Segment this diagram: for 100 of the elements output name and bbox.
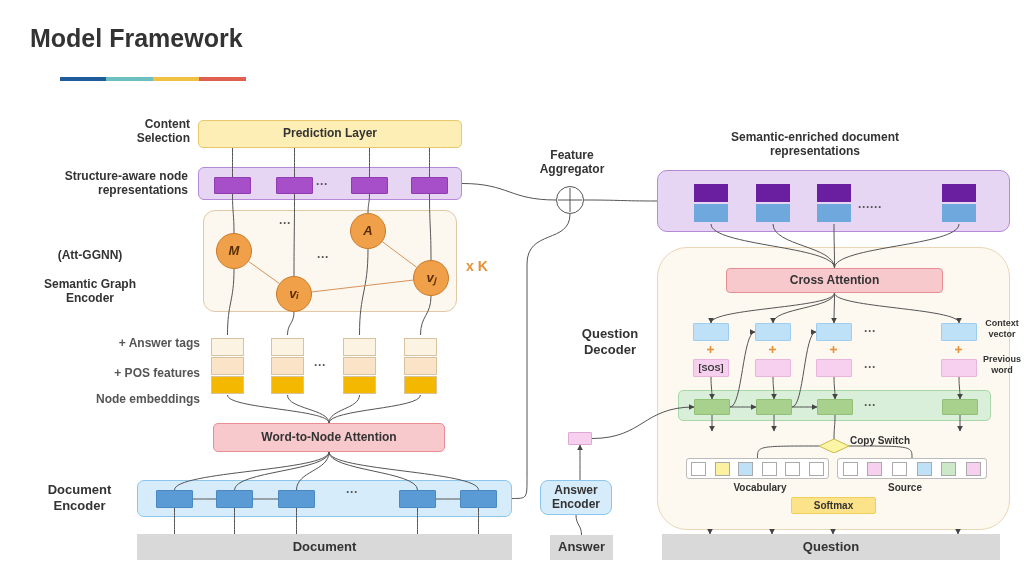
node-vector bbox=[214, 177, 251, 194]
connector-line bbox=[227, 268, 235, 336]
side-label: (Att-GGNN) bbox=[56, 246, 124, 264]
decoder-state bbox=[694, 399, 730, 415]
connector-line bbox=[369, 147, 370, 178]
connector-line bbox=[429, 147, 430, 178]
box-label: Cross Attention bbox=[789, 273, 880, 288]
connector-line bbox=[227, 394, 330, 424]
word-vector bbox=[941, 359, 977, 377]
representation-stack bbox=[941, 182, 977, 224]
side-label: Semantic-enriched document representations bbox=[729, 128, 900, 160]
hidden-state bbox=[460, 490, 497, 508]
embedding-stack bbox=[210, 335, 245, 395]
arrow bbox=[770, 376, 777, 400]
ellipsis-mark: ··· bbox=[863, 360, 877, 374]
decoder-band bbox=[678, 390, 991, 421]
arrow bbox=[791, 331, 817, 408]
encoder-band bbox=[137, 480, 512, 517]
connector-line bbox=[848, 445, 913, 459]
graph-node-circle bbox=[413, 260, 449, 296]
connector-line bbox=[287, 311, 295, 336]
decoder-state bbox=[756, 399, 792, 415]
node-letter: vᵢ bbox=[289, 286, 299, 302]
word-vector bbox=[816, 359, 852, 377]
word-vector bbox=[755, 359, 791, 377]
embedding-stack bbox=[403, 335, 438, 395]
arrow bbox=[729, 404, 757, 410]
switch-diamond bbox=[819, 439, 849, 453]
connector-line bbox=[328, 394, 421, 424]
context-vector bbox=[816, 323, 852, 341]
hidden-state bbox=[278, 490, 315, 508]
ellipsis-mark: ······ bbox=[857, 200, 883, 214]
connector-line bbox=[296, 507, 297, 535]
connector-line bbox=[461, 183, 557, 201]
side-label: Content Selection bbox=[135, 115, 190, 147]
arrow bbox=[956, 376, 963, 400]
connector-line bbox=[252, 498, 279, 500]
connector-line bbox=[359, 248, 369, 336]
side-label: Source bbox=[887, 481, 923, 494]
title: Model Framework bbox=[30, 24, 243, 53]
input-bar bbox=[137, 534, 512, 560]
decoder-state bbox=[817, 399, 853, 415]
connector-line bbox=[575, 514, 582, 536]
context-vector bbox=[941, 323, 977, 341]
connector-line bbox=[311, 279, 414, 293]
representation-stack bbox=[693, 182, 729, 224]
node-vector bbox=[276, 177, 313, 194]
arrow bbox=[709, 414, 715, 432]
arrow bbox=[830, 528, 836, 535]
connector-line bbox=[583, 199, 658, 202]
input-bar bbox=[662, 534, 1000, 560]
arrow bbox=[957, 414, 963, 432]
representation-band bbox=[198, 167, 462, 200]
box-label: Answer Encoder bbox=[551, 483, 601, 512]
arrow bbox=[707, 528, 713, 535]
representation-band bbox=[657, 170, 1010, 232]
connector-line bbox=[294, 147, 295, 178]
arrow bbox=[769, 528, 775, 535]
context-vector bbox=[693, 323, 729, 341]
context-vector bbox=[755, 323, 791, 341]
side-label: Previous word bbox=[982, 353, 1022, 377]
connector-line bbox=[478, 507, 479, 535]
connector-line bbox=[833, 414, 836, 440]
decoder-state bbox=[942, 399, 978, 415]
vocabulary-distribution bbox=[686, 458, 829, 479]
box-label: [SOS] bbox=[698, 362, 724, 374]
box-label: Prediction Layer bbox=[283, 127, 377, 141]
connector-line bbox=[296, 451, 330, 491]
connector-line bbox=[174, 507, 175, 535]
row-label: + Answer tags bbox=[117, 336, 200, 350]
side-label: x K bbox=[466, 256, 489, 276]
node-vector bbox=[411, 177, 448, 194]
connector-line bbox=[293, 193, 295, 277]
embedding-stack bbox=[270, 335, 305, 395]
row-label: + POS features bbox=[113, 366, 200, 380]
input-bar bbox=[550, 535, 613, 560]
box-label: Question bbox=[802, 539, 860, 555]
row-label: Node embeddings bbox=[95, 392, 200, 406]
arrow bbox=[708, 376, 715, 400]
connector-line bbox=[772, 223, 835, 269]
connector-line bbox=[417, 507, 418, 535]
connector-line bbox=[328, 451, 479, 491]
side-label: Copy Switch bbox=[850, 434, 911, 447]
connector-line bbox=[248, 261, 280, 284]
connector-line bbox=[511, 213, 571, 499]
graph-node-circle bbox=[276, 276, 312, 312]
layer-box bbox=[198, 120, 462, 148]
box-label: Word-to-Node Attention bbox=[261, 430, 397, 445]
source-distribution bbox=[837, 458, 987, 479]
side-label: Feature Aggregator bbox=[538, 146, 606, 178]
node-vector bbox=[351, 177, 388, 194]
hidden-state bbox=[216, 490, 253, 508]
arrow bbox=[831, 292, 837, 324]
graph-node-circle bbox=[216, 233, 252, 269]
arrow bbox=[834, 292, 960, 324]
attention-box bbox=[213, 423, 445, 452]
arrow bbox=[771, 292, 835, 324]
hidden-state bbox=[399, 490, 436, 508]
representation-stack bbox=[755, 182, 791, 224]
ellipsis-mark: ··· bbox=[278, 216, 292, 230]
